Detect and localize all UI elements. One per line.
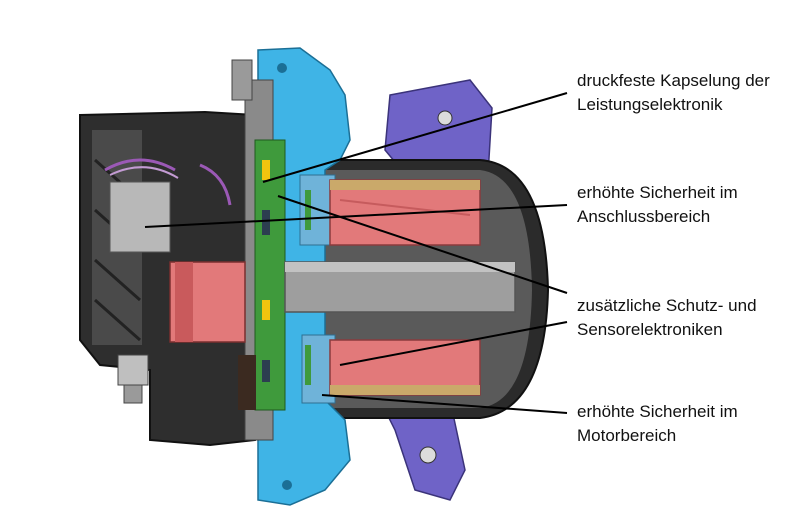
label-anschlussbereich-line2: Anschlussbereich xyxy=(577,207,711,226)
leader-line-anschluss xyxy=(144,204,568,228)
label-anschlussbereich-line1: erhöhte Sicherheit im xyxy=(577,183,738,202)
circuit-board xyxy=(238,139,286,411)
label-schutz-sensor-line2: Sensorelektroniken xyxy=(577,320,723,339)
label-kapselung: druckfeste Kapselung der Leistungselektr… xyxy=(577,69,770,117)
label-anschlussbereich: erhöhte Sicherheit im Anschlussbereich xyxy=(577,181,738,229)
motor-shaft xyxy=(284,261,516,313)
power-component xyxy=(169,261,246,343)
leader-line-kapselung xyxy=(262,92,568,183)
leader-line-motor xyxy=(321,394,568,414)
label-kapselung-line2: Leistungselektronik xyxy=(577,95,723,114)
cable-gland xyxy=(117,354,149,404)
lower-coil xyxy=(329,339,481,396)
label-schutz-sensor: zusätzliche Schutz- und Sensorelektronik… xyxy=(577,294,757,342)
leader-line-schutz-2 xyxy=(339,321,568,366)
label-kapselung-line1: druckfeste Kapselung der xyxy=(577,71,770,90)
label-schutz-sensor-line1: zusätzliche Schutz- und xyxy=(577,296,757,315)
label-motorbereich-line2: Motorbereich xyxy=(577,426,677,445)
terminal-block xyxy=(104,158,232,253)
leader-lines xyxy=(144,92,568,414)
label-motorbereich: erhöhte Sicherheit im Motorbereich xyxy=(577,400,738,448)
leader-line-schutz-1 xyxy=(277,195,568,294)
label-motorbereich-line1: erhöhte Sicherheit im xyxy=(577,402,738,421)
